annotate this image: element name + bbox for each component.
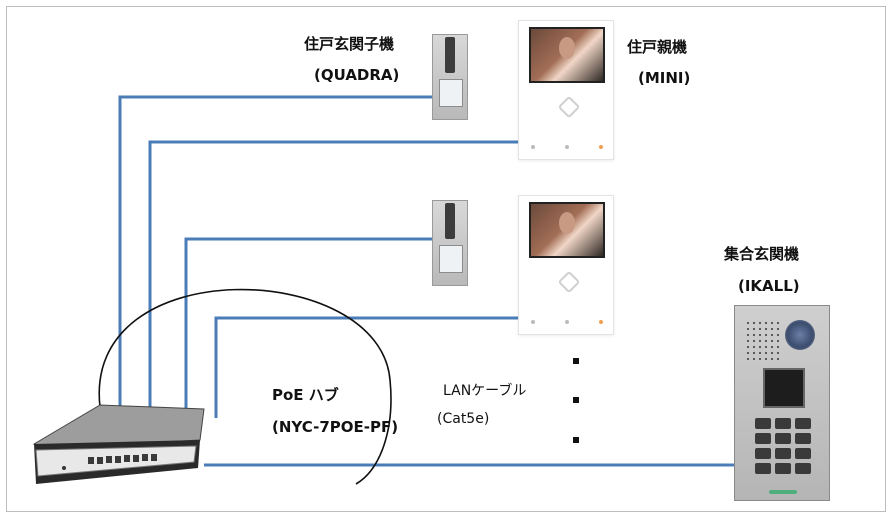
mini-title-label: 住戸親機 [627, 38, 688, 56]
keypad [755, 418, 811, 474]
hub-model-label: (NYC-7POE-PF) [272, 418, 399, 436]
poe-hub-drawing [32, 404, 205, 484]
indoor-monitor-mini-2 [518, 195, 614, 335]
unlock-button-icon [557, 270, 581, 294]
monitor-screen [529, 27, 605, 83]
video-face-image [559, 37, 575, 59]
nameplate [439, 245, 463, 273]
quadra-model-label: (QUADRA) [314, 66, 400, 84]
camera-icon [445, 37, 455, 73]
cable-hub-to-entrance-station-2 [184, 237, 432, 418]
entrance-station-quadra-2 [432, 200, 468, 286]
hub-highlight-arc [98, 288, 392, 485]
video-face-image [559, 212, 575, 234]
mini-model-label: (MINI) [638, 69, 691, 87]
quadra-title-label: 住戸玄関子機 [304, 35, 395, 53]
cable-hub-to-monitor-1 [148, 140, 518, 420]
monitor-button-row [531, 320, 603, 324]
camera-icon [445, 203, 455, 239]
entrance-panel-ikall [734, 305, 830, 501]
cable-title-label: LANケーブル [443, 383, 527, 399]
monitor-screen [529, 202, 605, 258]
monitor-button-row [531, 145, 603, 149]
hub-title-label: PoE ハブ [272, 386, 339, 404]
camera-lens-icon [785, 320, 815, 350]
continuation-dot [573, 397, 579, 403]
ikall-title-label: 集合玄関機 [724, 245, 800, 263]
ikall-model-label: (IKALL) [738, 277, 800, 295]
continuation-dot [573, 358, 579, 364]
nameplate [439, 79, 463, 107]
speaker-grill [745, 320, 779, 360]
panel-display [763, 368, 805, 408]
cable-hub-to-entrance-station-1 [118, 95, 432, 420]
cable-model-label: (Cat5e) [437, 411, 490, 427]
cable-hub-to-monitor-2 [214, 316, 518, 418]
brand-logo [769, 490, 797, 494]
continuation-dot [573, 437, 579, 443]
indoor-monitor-mini-1 [518, 20, 614, 160]
entrance-station-quadra-1 [432, 34, 468, 120]
unlock-button-icon [557, 95, 581, 119]
